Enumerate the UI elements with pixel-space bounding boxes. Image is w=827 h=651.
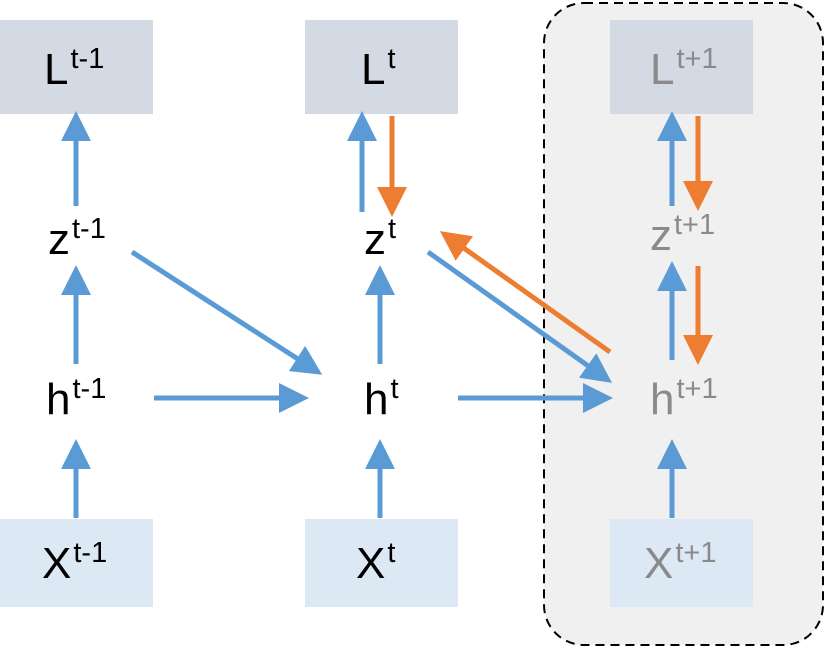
node-label-sup: t: [388, 213, 397, 245]
node-label-x-t-plus-1: Xt+1: [644, 539, 716, 588]
node-label-sup: t+1: [675, 537, 717, 569]
node-label-base: L: [650, 45, 675, 94]
node-label-z-t-minus-1: zt-1: [48, 215, 106, 264]
node-label-sup: t+1: [676, 43, 718, 75]
node-label-h-t: ht: [364, 375, 399, 424]
node-label-z-t: zt: [364, 215, 396, 264]
node-label-base: h: [46, 375, 71, 424]
arrow-z-t-to-h-t-plus-1: [426, 249, 613, 383]
node-label-l-t-plus-1: Lt+1: [650, 45, 718, 94]
node-label-l-t-minus-1: Lt-1: [44, 45, 104, 94]
node-label-sup: t+1: [674, 209, 716, 241]
node-label-base: X: [42, 539, 72, 588]
input-box-t: [305, 519, 458, 607]
node-label-base: z: [364, 215, 386, 264]
node-label-base: h: [650, 375, 675, 424]
node-label-x-t-minus-1: Xt-1: [42, 539, 107, 588]
loss-box-t-plus-1: [610, 20, 753, 114]
node-label-z-t-plus-1: zt+1: [650, 211, 715, 260]
node-label-base: X: [356, 539, 386, 588]
input-box-t-plus-1: [610, 519, 753, 607]
node-label-sup: t-1: [72, 373, 107, 405]
node-label-base: z: [48, 215, 70, 264]
input-box-t-minus-1: [0, 519, 153, 607]
node-label-sup: t-1: [72, 213, 106, 245]
node-label-sup: t: [387, 537, 396, 569]
node-label-h-t-minus-1: ht-1: [46, 375, 106, 424]
node-label-sup: t: [390, 373, 399, 405]
node-label-sup: t: [387, 43, 396, 75]
highlight-region-t-plus-1: [543, 2, 824, 646]
node-label-base: X: [644, 539, 674, 588]
grad-arrow-h-t-plus-1-to-z-t: [439, 231, 612, 355]
node-label-h-t-plus-1: ht+1: [650, 375, 718, 424]
node-label-sup: t-1: [73, 537, 108, 569]
arrow-z-t-minus-1-to-h-t: [130, 249, 323, 375]
node-label-base: L: [361, 45, 386, 94]
node-label-l-t: Lt: [361, 45, 396, 94]
loss-box-t: [305, 20, 458, 114]
node-label-sup: t-1: [70, 43, 105, 75]
node-label-base: L: [44, 45, 69, 94]
loss-box-t-minus-1: [0, 20, 153, 114]
node-label-sup: t+1: [676, 373, 718, 405]
node-label-x-t: Xt: [356, 539, 395, 588]
node-label-base: z: [650, 211, 672, 260]
node-label-base: h: [364, 375, 389, 424]
